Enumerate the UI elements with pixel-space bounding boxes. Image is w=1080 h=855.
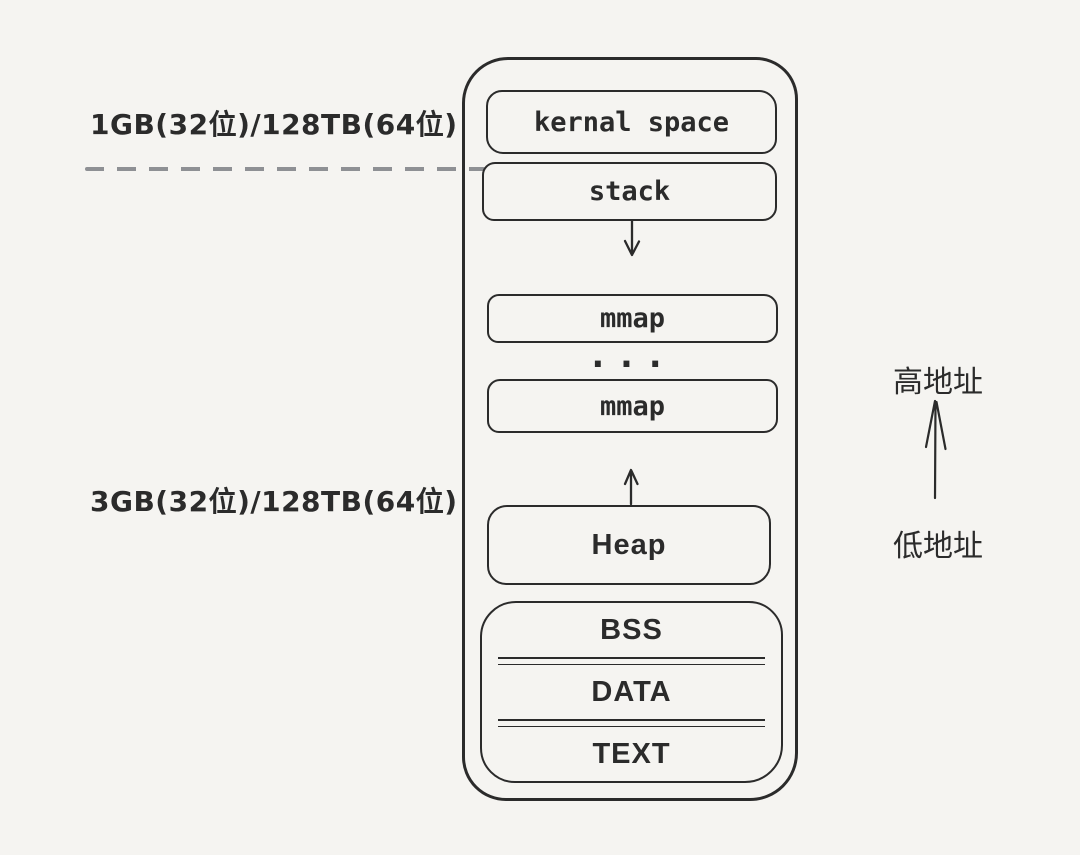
kernel-user-boundary-dashed-line: [85, 167, 485, 171]
segment-kernel-space: kernal space: [486, 90, 777, 154]
segment-data: DATA: [482, 665, 781, 719]
heap-grow-up-arrow-icon: [623, 468, 639, 505]
segment-bss: BSS: [482, 603, 781, 657]
address-direction-up-arrow-icon: [924, 399, 947, 500]
segment-mmap-lower-label: mmap: [599, 390, 666, 422]
segment-bss-label: BSS: [600, 613, 663, 646]
segment-text-label: TEXT: [592, 737, 671, 770]
segment-mmap-upper-label: mmap: [599, 303, 666, 334]
segment-heap-label: Heap: [591, 528, 667, 561]
data-text-separator: [498, 719, 765, 727]
segment-data-label: DATA: [591, 675, 672, 708]
segment-heap: Heap: [487, 505, 771, 585]
segment-stack-label: stack: [588, 176, 671, 207]
mmap-ellipsis: ...: [586, 335, 674, 376]
process-memory-container: kernal space stack mmap ... mmap Heap BS…: [462, 57, 798, 801]
user-space-size-label: 3GB(32位)/128TB(64位): [90, 485, 458, 518]
stack-grow-down-arrow-icon: [623, 220, 641, 257]
kernel-space-size-label: 1GB(32位)/128TB(64位): [90, 108, 458, 141]
segment-kernel-space-label: kernal space: [533, 106, 730, 138]
segment-text: TEXT: [482, 727, 781, 781]
high-address-label: 高地址: [893, 366, 983, 399]
segment-stack: stack: [482, 162, 777, 221]
segment-mmap-upper: mmap: [487, 294, 778, 343]
segment-static-block: BSS DATA TEXT: [480, 601, 783, 783]
segment-mmap-lower: mmap: [487, 379, 778, 433]
bss-data-separator: [498, 657, 765, 665]
low-address-label: 低地址: [893, 530, 983, 563]
